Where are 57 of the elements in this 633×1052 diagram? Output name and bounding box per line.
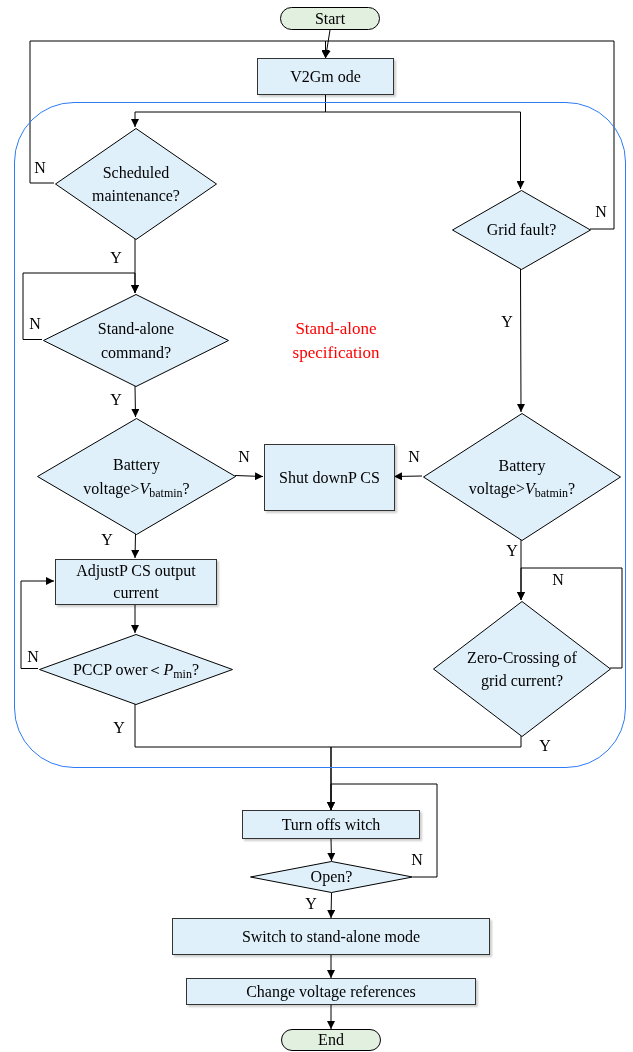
edge-label: N	[29, 316, 41, 332]
edge-label: Y	[110, 250, 122, 266]
edge-label: N	[595, 204, 607, 220]
region-outline	[14, 102, 626, 768]
edge-label: Y	[101, 532, 113, 548]
arrow	[327, 1004, 335, 1030]
arrow	[131, 603, 139, 634]
arrow	[321, 40, 615, 230]
node-text: Start	[314, 8, 346, 29]
node-text: AdjustP CS output current	[75, 561, 197, 603]
edge-label: Y	[506, 543, 518, 559]
process-box	[186, 978, 476, 1005]
arrow	[516, 268, 525, 413]
edge-label: N	[408, 449, 420, 465]
node-text: Turn offs witch	[281, 814, 381, 835]
arrow	[22, 272, 139, 340]
node-text: End	[318, 1030, 344, 1051]
decision-text: Open?	[310, 867, 353, 888]
terminal-pill	[280, 7, 380, 30]
edge-label: Y	[305, 896, 317, 912]
edge-label: N	[27, 649, 39, 665]
edge-label: Y	[501, 314, 513, 330]
node-text: Shut downP CS	[279, 467, 380, 488]
edge-label: N	[552, 572, 564, 588]
region-label: Stand-alone specification	[291, 318, 381, 364]
node-text: Change voltage references	[246, 981, 416, 1003]
decision-text: Zero-Crossing of grid current?	[466, 647, 578, 692]
process-box	[242, 810, 420, 839]
terminal-pill	[281, 1029, 381, 1051]
decision-text: Stand-alone command?	[96, 319, 176, 363]
decision-text: Scheduled maintenance?	[91, 162, 181, 206]
edge-label: Y	[539, 738, 551, 754]
arrow	[393, 472, 423, 481]
arrow	[327, 838, 336, 862]
arrow	[327, 954, 335, 979]
arrow	[327, 892, 336, 919]
node-text: V2Gm ode	[290, 66, 361, 87]
decision-text: Battery voltage>V$_{batmin}$?	[82, 455, 191, 500]
arrow	[517, 567, 623, 669]
arrow	[131, 533, 140, 559]
node-text: Switch to stand-alone mode	[241, 926, 421, 947]
process-box	[264, 444, 395, 511]
process-box	[55, 559, 217, 605]
process-box	[257, 58, 394, 95]
arrow	[131, 385, 140, 418]
arrow	[20, 577, 55, 669]
edge-label: Y	[113, 720, 125, 736]
edge-label: N	[411, 852, 423, 868]
edge-label: N	[34, 160, 46, 176]
decision-text: Grid fault?	[486, 220, 557, 241]
edge-label: N	[238, 449, 250, 465]
decision-text: Battery voltage>V$_{batmin}$?	[467, 455, 577, 501]
arrow	[327, 783, 438, 878]
arrow	[234, 472, 264, 481]
decision-text: PCCP ower＜P$_{min}$?	[72, 659, 200, 682]
edge-label: Y	[110, 392, 122, 408]
process-box	[172, 918, 490, 955]
